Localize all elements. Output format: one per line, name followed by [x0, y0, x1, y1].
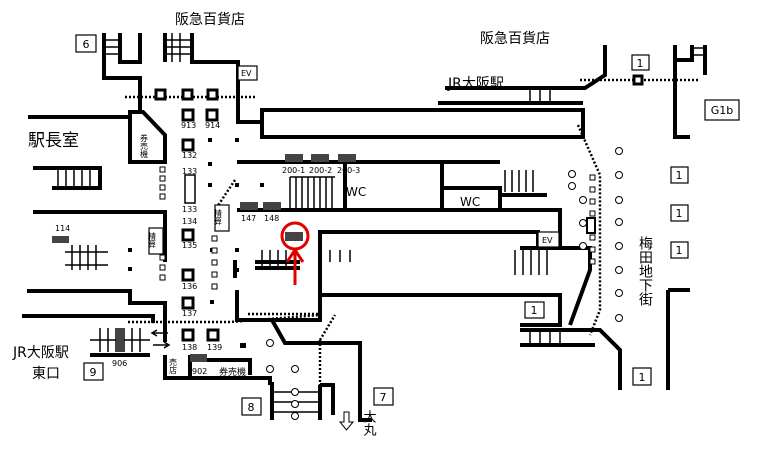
- locker-number: 147: [241, 214, 256, 223]
- walls: [22, 33, 707, 422]
- jr-osaka-east-exit-label: 東口: [32, 366, 60, 382]
- daimaru-label: 大丸: [361, 410, 377, 437]
- locker-number: 133: [182, 205, 197, 214]
- umeda-underground-label: 梅田地下街: [637, 236, 653, 306]
- locker-number: 136: [182, 282, 197, 291]
- down-arrow-icon: [338, 411, 355, 431]
- hankyu-dept-store-label: 阪急百貨店: [175, 11, 245, 28]
- lockers: [52, 154, 356, 362]
- fare-adjustment-label: 精算: [148, 231, 157, 249]
- wc-label: WC: [460, 195, 480, 209]
- kiosk-label: 売店: [169, 357, 178, 375]
- stairs: [57, 33, 705, 413]
- locker-number: 902: [192, 367, 207, 376]
- locker-number: 148: [264, 214, 279, 223]
- locker-number: 139: [207, 343, 222, 352]
- locker-number: 137: [182, 309, 197, 318]
- locker-number: 132: [182, 151, 197, 160]
- fare-adjustment-label: 精算: [214, 208, 223, 226]
- exit-8: 8: [248, 401, 255, 414]
- exit-1: 1: [676, 207, 683, 220]
- locker-number: 114: [55, 224, 70, 233]
- target-locker-marker: [280, 221, 310, 285]
- exit-markers: 6 9 8 7 1 1 1 1 1 1 G1b: [75, 34, 740, 416]
- locker-number: 913: [181, 121, 196, 130]
- locker-number: 200-2: [309, 166, 332, 175]
- locker-number: 138: [182, 343, 197, 352]
- locker-numbers: 913 914 132 133 133 134 135 136 137 138 …: [55, 121, 360, 376]
- locker-number: 906: [112, 359, 127, 368]
- exit-9: 9: [90, 366, 97, 379]
- exit-1: 1: [676, 244, 683, 257]
- exit-1: 1: [676, 169, 683, 182]
- hankyu-dept-store-label: 阪急百貨店: [480, 30, 550, 47]
- locker-number: 133: [182, 167, 197, 176]
- locker-number: 200-3: [337, 166, 360, 175]
- exit-1: 1: [639, 371, 646, 384]
- walk-arrows: [150, 329, 355, 431]
- exit-6: 6: [83, 38, 90, 51]
- ticket-machine-label: 券売機: [219, 366, 246, 378]
- exit-7: 7: [380, 391, 387, 404]
- wc-label: WC: [346, 185, 366, 199]
- exit-1: 1: [637, 57, 644, 70]
- pillars: [128, 74, 644, 420]
- elevator-label: EV: [241, 69, 252, 78]
- locker-number: 200-1: [282, 166, 305, 175]
- elevator-label: EV: [542, 236, 553, 245]
- jr-osaka-east-label: JR大阪駅: [12, 345, 69, 361]
- jr-osaka-label: JR大阪駅: [447, 76, 504, 92]
- exit-1: 1: [531, 304, 538, 317]
- locker-number: 135: [182, 241, 197, 250]
- locker-number: 134: [182, 217, 197, 226]
- ticket-machine-label: 券売機: [140, 133, 149, 159]
- locker-number: 914: [205, 121, 220, 130]
- station-master-office-label: 駅長室: [28, 131, 79, 151]
- exit-g1b: G1b: [711, 104, 734, 117]
